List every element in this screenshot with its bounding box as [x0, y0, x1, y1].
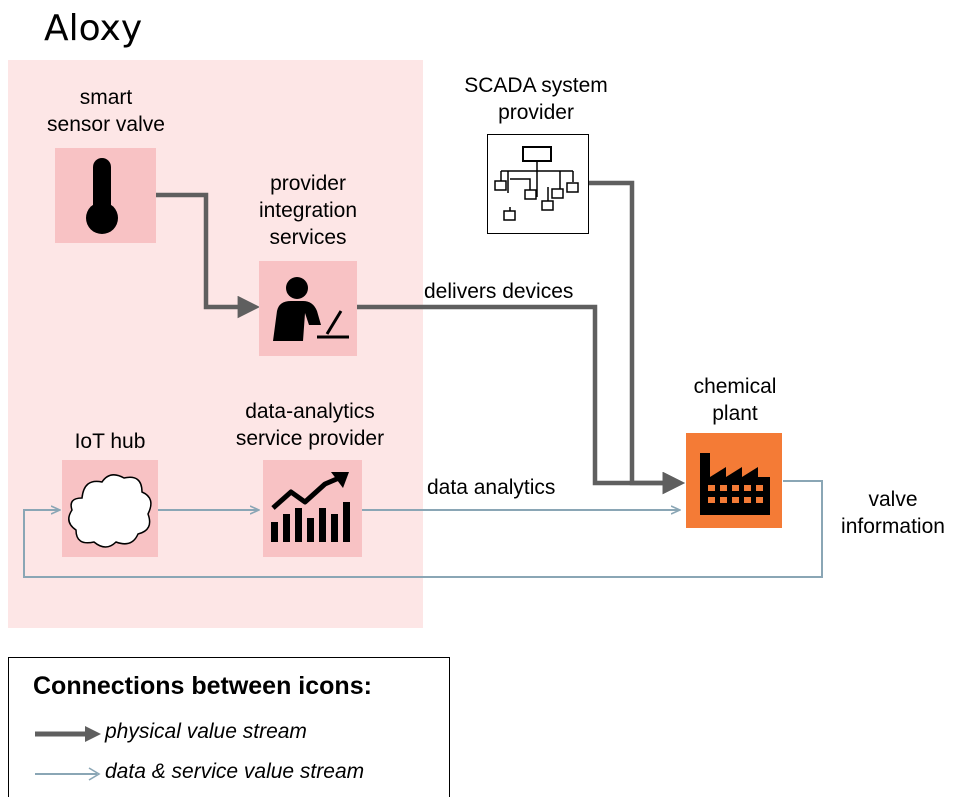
- smart-sensor-valve-node[interactable]: [55, 148, 156, 243]
- factory-icon: [700, 453, 770, 515]
- delivers-devices-label: delivers devices: [424, 280, 574, 303]
- legend-data-label: data & service value stream: [105, 760, 365, 783]
- iot-hub-label: IoT hub: [74, 430, 146, 453]
- legend-physical-label: physical value stream: [105, 720, 307, 743]
- iot-hub-node[interactable]: [62, 460, 158, 557]
- integration-to-plant-arrow: [357, 304, 686, 495]
- cloud-icon: [68, 474, 152, 548]
- legend-title: Connections between icons:: [33, 672, 372, 700]
- chemical-plant-node[interactable]: [686, 433, 782, 528]
- person-laptop-icon: [273, 277, 349, 341]
- sensor-to-integration-arrow: [156, 192, 261, 319]
- scada-to-plant-arrow: [588, 180, 686, 495]
- legend: Connections between icons: physical valu…: [8, 657, 450, 797]
- thermometer-icon: [86, 158, 118, 234]
- data-analytics-edge-label: data analytics: [427, 476, 556, 499]
- growth-chart-icon: [271, 472, 350, 542]
- plant-to-iot-feedback-arrow: [23, 480, 823, 578]
- network-tree-icon: [494, 146, 579, 221]
- legend-swatches: [35, 726, 101, 781]
- scada-node[interactable]: [487, 134, 589, 234]
- provider-integration-node[interactable]: [259, 261, 357, 356]
- data-analytics-provider-node[interactable]: [263, 460, 362, 557]
- diagram-title: Aloxy: [44, 8, 143, 49]
